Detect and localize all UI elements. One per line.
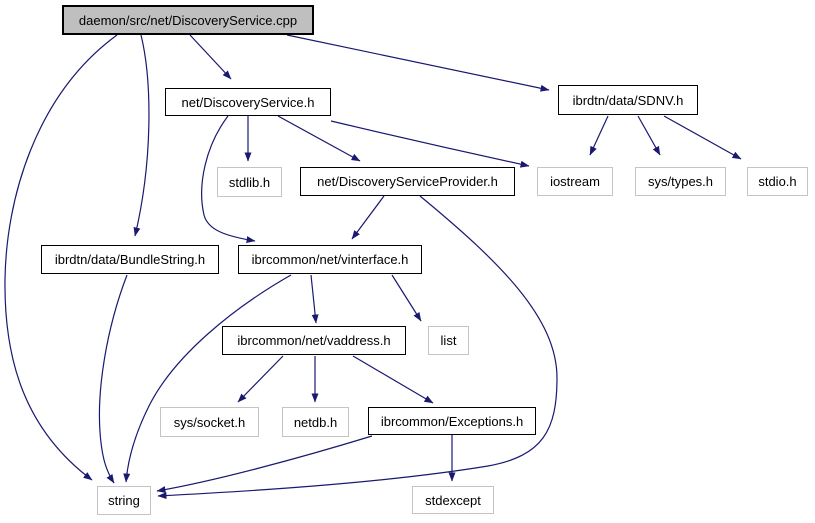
edge-sdnv-h-to-stdio-h: [663, 115, 742, 160]
edge-provider-h-to-vinterface-h: [351, 195, 385, 240]
edge-sdnv-h-to-sys-types-h: [637, 115, 661, 156]
node-string: string: [97, 486, 151, 515]
node-vinterface-h[interactable]: ibrcommon/net/vinterface.h: [238, 245, 422, 274]
edge-bundlestring-h-to-string: [98, 274, 128, 484]
node-netdb-h: netdb.h: [282, 407, 349, 437]
node-sdnv-h[interactable]: ibrdtn/data/SDNV.h: [558, 85, 698, 115]
edge-exceptions-h-to-string: [156, 435, 373, 494]
node-bundlestring-h[interactable]: ibrdtn/data/BundleString.h: [41, 245, 219, 274]
node-sys-socket-h: sys/socket.h: [160, 407, 259, 437]
edge-discoveryservice-h-to-provider-h: [277, 115, 361, 162]
node-discoveryservice-h[interactable]: net/DiscoveryService.h: [165, 88, 331, 116]
node-sys-types-h: sys/types.h: [635, 167, 726, 196]
node-exceptions-h[interactable]: ibrcommon/Exceptions.h: [368, 407, 536, 435]
node-iostream: iostream: [537, 167, 613, 196]
edge-vinterface-h-to-string: [123, 274, 292, 483]
node-list: list: [428, 326, 469, 355]
edge-cpp-to-string: [4, 34, 118, 481]
edge-vinterface-h-to-list: [391, 274, 422, 322]
node-vaddress-h[interactable]: ibrcommon/net/vaddress.h: [222, 326, 406, 355]
edge-vaddress-h-to-sys-socket-h: [237, 355, 284, 403]
edge-sdnv-h-to-iostream: [589, 115, 609, 156]
edge-vaddress-h-to-exceptions-h: [352, 355, 434, 404]
node-stdio-h: stdio.h: [747, 167, 808, 196]
edge-cpp-to-sdnv-h: [286, 34, 550, 92]
edge-provider-h-to-string: [157, 195, 558, 500]
node-discoveryservice-cpp[interactable]: daemon/src/net/DiscoveryService.cpp: [62, 5, 314, 35]
node-discoveryserviceprovider-h[interactable]: net/DiscoveryServiceProvider.h: [300, 167, 515, 196]
edge-cpp-to-bundlestring-h: [133, 34, 150, 237]
edge-vinterface-h-to-vaddress-h: [310, 274, 319, 324]
edge-discoveryservice-h-to-iostream: [330, 120, 530, 168]
node-stdlib-h: stdlib.h: [217, 167, 282, 197]
node-stdexcept: stdexcept: [412, 486, 494, 514]
edge-cpp-to-discoveryservice-h: [189, 34, 232, 80]
edge-discoveryservice-h-to-vinterface-h: [201, 115, 256, 244]
